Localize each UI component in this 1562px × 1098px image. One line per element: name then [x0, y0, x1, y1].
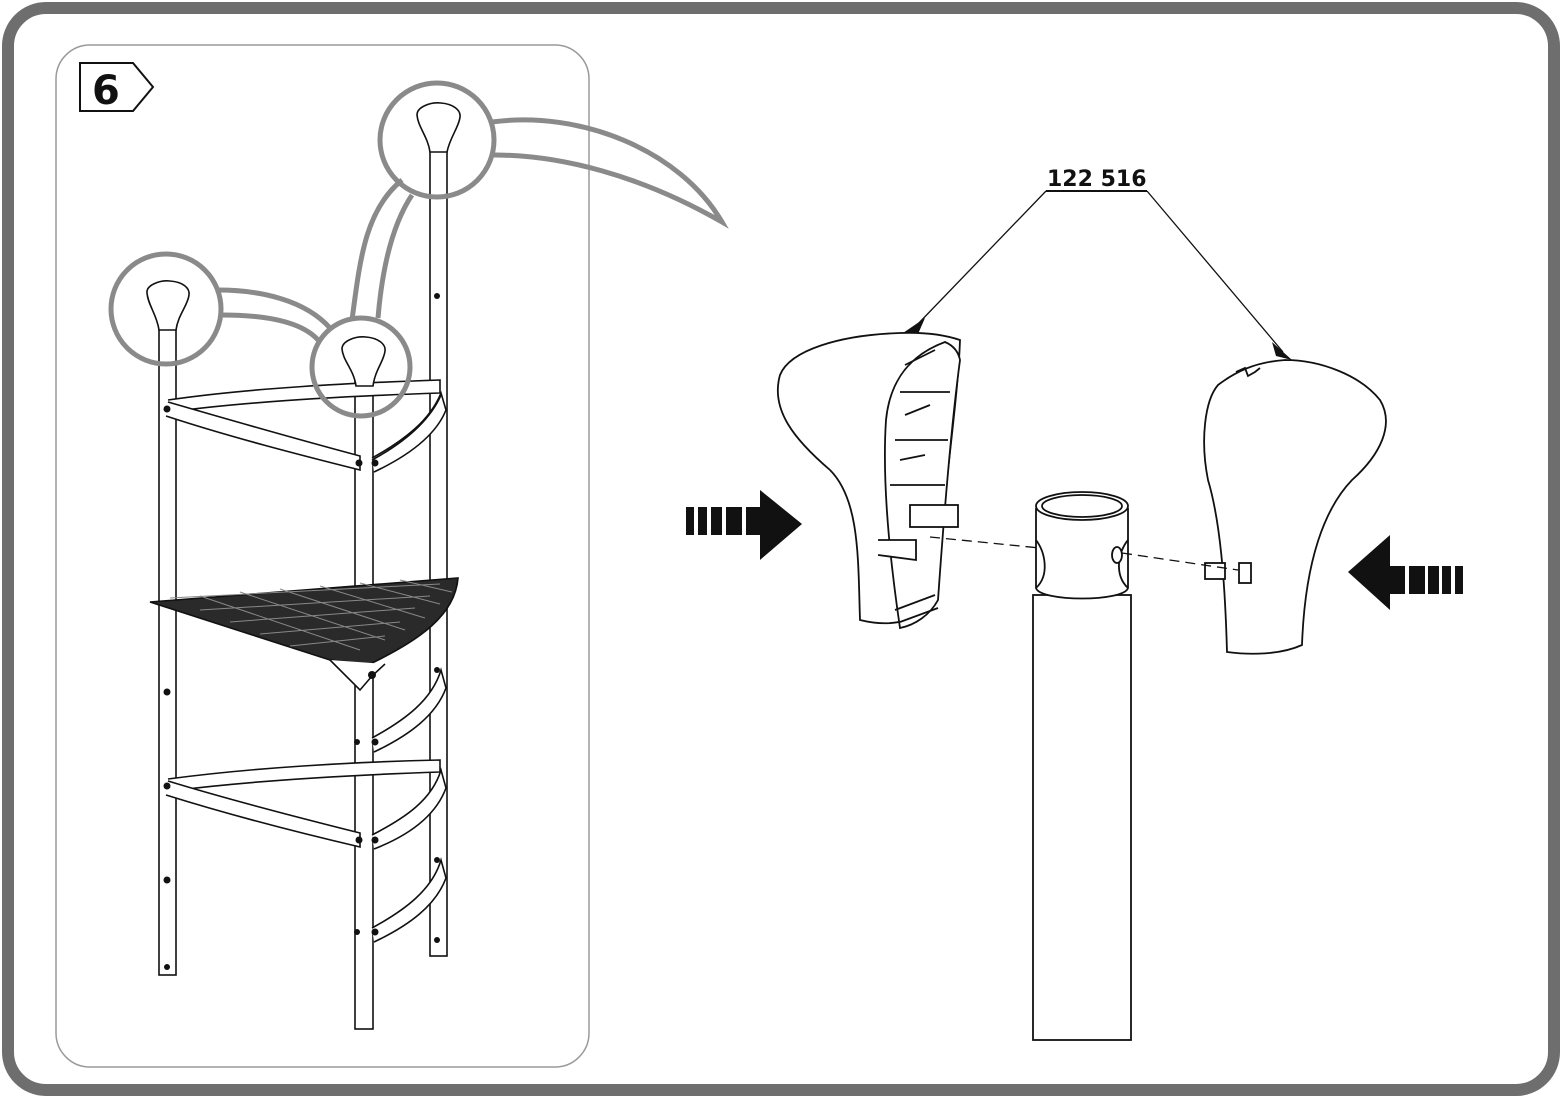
- tower-frame: [149, 147, 459, 1030]
- ladder-rung-top: [371, 394, 442, 461]
- cap-half-left-clip: [877, 539, 917, 562]
- pole-detail-neck: [1035, 539, 1129, 589]
- push-arrow-left: [686, 490, 802, 560]
- cap-front: [341, 336, 386, 387]
- cap-left: [146, 280, 190, 331]
- leader-arrowhead-right: [1272, 342, 1292, 360]
- callout-circle-front: [309, 315, 413, 419]
- push-arrow-right: [1348, 535, 1463, 610]
- step-badge: 6: [79, 62, 155, 114]
- pole-detail-tube: [1032, 594, 1132, 1041]
- cap-half-right-slot: [1238, 562, 1252, 584]
- callout-circle-back: [377, 80, 497, 200]
- overview-panel: [55, 44, 590, 1068]
- cap-half-right: [1203, 359, 1387, 655]
- pole-detail-opening-inner: [1041, 494, 1123, 518]
- alignment-lines: [929, 536, 1239, 571]
- upper-rail-right: [371, 390, 447, 473]
- platform-deck-grid: [169, 579, 453, 651]
- ladder-rung-2: [371, 857, 447, 943]
- upper-rail-left: [165, 401, 361, 472]
- cap-back: [416, 102, 461, 153]
- pole-back: [429, 147, 448, 957]
- cap-half-left-rim: [894, 594, 939, 623]
- cap-half-left-tab: [909, 504, 959, 528]
- platform-bracket: [329, 659, 386, 692]
- callout-zoom: [491, 117, 729, 229]
- cap-half-left: [776, 331, 961, 630]
- pole-detail-collar: [1035, 508, 1129, 600]
- reference-leaders: [914, 190, 1284, 353]
- step-arrow-icon: [79, 62, 155, 112]
- callout-highlights: [108, 80, 729, 419]
- cap-half-left-ribs: [890, 349, 950, 486]
- pole-detail-hole: [1111, 546, 1123, 564]
- callout-leader-front: [349, 178, 415, 321]
- lower-rail-back: [167, 759, 441, 792]
- callout-leader-left: [217, 287, 332, 342]
- part-reference: 122 516: [1047, 167, 1147, 192]
- tower-bolts: [163, 293, 440, 970]
- cap-half-right-notches: [1235, 366, 1261, 378]
- push-arrow-icon: [1348, 535, 1390, 610]
- pole-detail: [1032, 491, 1132, 1041]
- step-number: 6: [92, 68, 120, 114]
- upper-rail-back: [167, 379, 441, 413]
- lower-rail-right: [371, 767, 447, 850]
- callout-circle-left: [108, 251, 224, 367]
- lower-rail-left: [165, 780, 361, 849]
- pole-caps: [146, 102, 461, 387]
- push-arrow-icon: [760, 490, 802, 560]
- leader-arrowhead-left: [903, 318, 925, 334]
- cap-half-right-shell: [1203, 359, 1387, 655]
- ladder-rung-1: [371, 667, 447, 753]
